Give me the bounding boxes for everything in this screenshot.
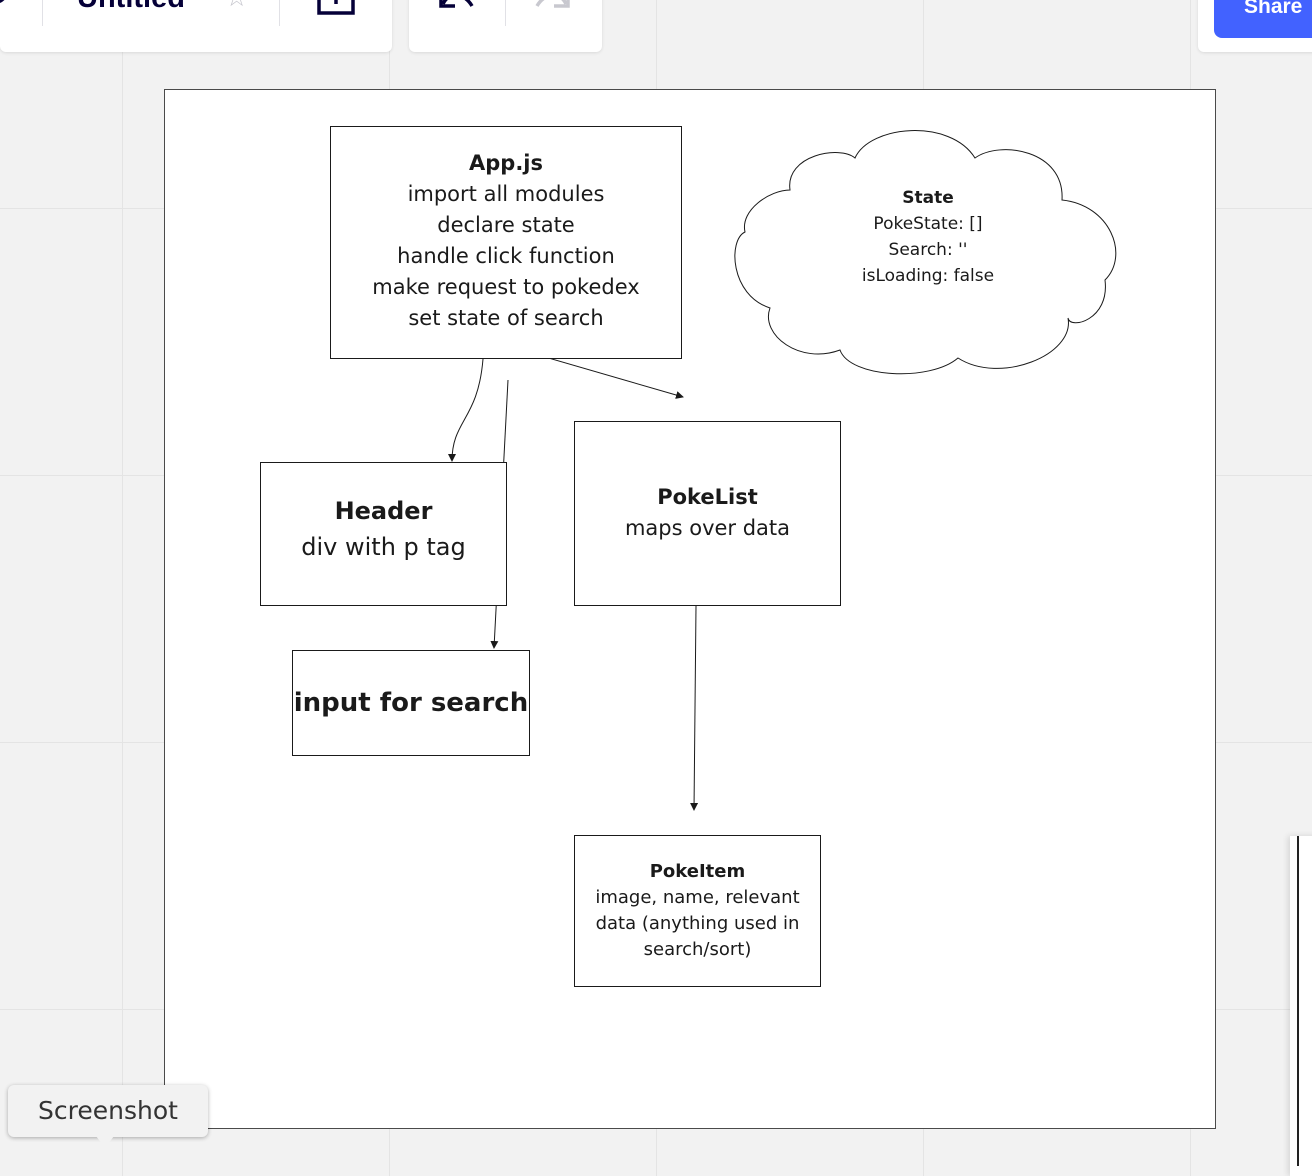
input-search-node-title: input for search: [293, 688, 529, 718]
pokelist-node-line: maps over data: [624, 516, 791, 540]
app-node-title: App.js: [469, 150, 543, 175]
app-node[interactable]: App.js import all modules declare state …: [330, 126, 682, 359]
toolbar-divider: [42, 0, 43, 26]
connector-app-to-header: [448, 358, 484, 462]
state-cloud-line: isLoading: false: [861, 266, 995, 286]
redo-icon[interactable]: [533, 0, 573, 14]
undo-icon[interactable]: [436, 0, 476, 14]
pokelist-node[interactable]: PokeList maps over data: [574, 421, 841, 606]
app-node-line: make request to pokedex: [372, 274, 640, 299]
export-icon[interactable]: [316, 0, 356, 16]
board-title[interactable]: Untitled: [77, 0, 185, 15]
tooltip-arrow: [96, 1136, 114, 1148]
header-node-line: div with p tag: [301, 533, 466, 561]
toolbar-divider: [279, 0, 280, 26]
cloud-shape: [734, 130, 1117, 375]
screenshot-tooltip: Screenshot: [8, 1085, 208, 1137]
pokeitem-node-line: data (anything used in: [595, 913, 800, 934]
state-cloud-title: State: [902, 188, 954, 208]
app-node-line: set state of search: [408, 305, 604, 330]
connector-pokelist-to-pokeitem: [690, 605, 699, 811]
pokeitem-node-line: image, name, relevant: [595, 887, 800, 908]
pokelist-node-title: PokeList: [657, 485, 758, 509]
offscreen-card-edge: [1297, 836, 1299, 1166]
header-node[interactable]: Header div with p tag: [260, 462, 507, 606]
app-node-line: handle click function: [397, 243, 615, 268]
history-toolbar: [409, 0, 602, 52]
pokeitem-node-line: search/sort): [643, 939, 752, 960]
star-icon[interactable]: ☆: [225, 0, 248, 14]
input-search-node[interactable]: input for search: [292, 650, 530, 756]
state-cloud-line: PokeState: []: [873, 214, 983, 234]
board-toolbar: Untitled ☆: [0, 0, 392, 52]
share-button[interactable]: Share: [1214, 0, 1312, 38]
toolbar-divider: [505, 0, 506, 26]
state-cloud-text[interactable]: State PokeState: [] Search: '' isLoading…: [828, 185, 1028, 289]
app-node-line: import all modules: [407, 181, 605, 206]
pokeitem-node[interactable]: PokeItem image, name, relevant data (any…: [574, 835, 821, 987]
offscreen-card[interactable]: [1290, 836, 1312, 1176]
header-node-title: Header: [334, 497, 433, 525]
pokeitem-node-title: PokeItem: [649, 861, 746, 882]
state-cloud-line: Search: '': [888, 240, 968, 260]
app-node-line: declare state: [437, 212, 575, 237]
